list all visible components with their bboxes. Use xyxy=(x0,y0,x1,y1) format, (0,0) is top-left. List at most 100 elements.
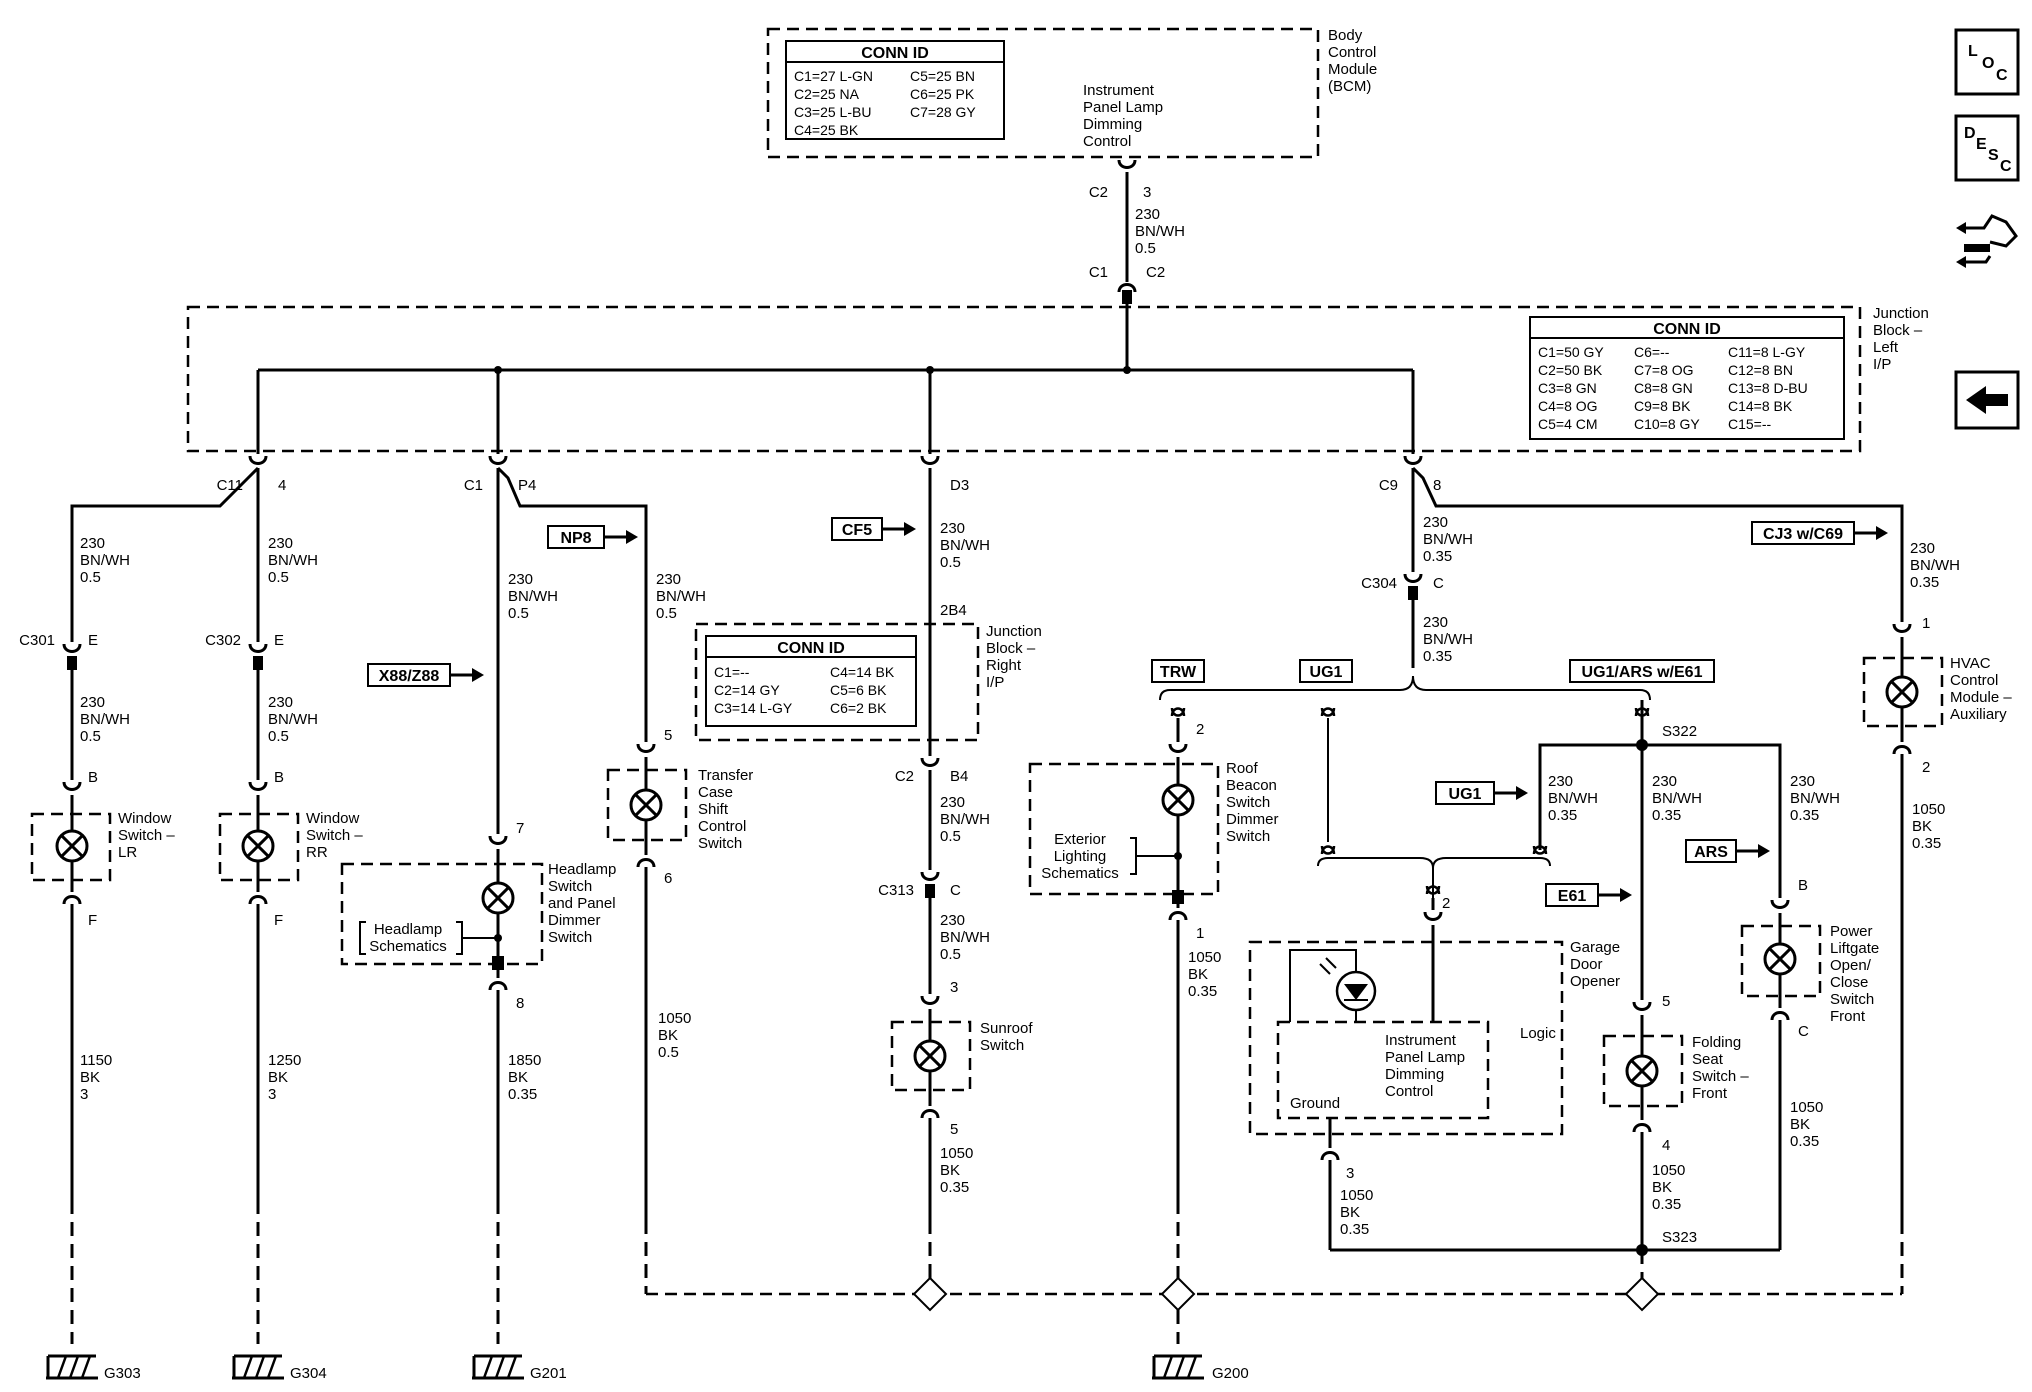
desc-button[interactable]: D E S C xyxy=(1954,114,2020,182)
wire-label: BN/WH xyxy=(80,711,130,728)
folding-seat-switch: 5 4 Folding Seat Switch – Front xyxy=(1602,993,1749,1154)
lamp-icon xyxy=(1763,942,1797,976)
wire-label: BN/WH xyxy=(268,552,318,569)
pin-label: 1 xyxy=(1922,615,1930,632)
wire-label: BN/WH xyxy=(1423,631,1473,648)
ref-cj3[interactable]: CJ3 w/C69 xyxy=(1751,521,1890,545)
c304-pin: C xyxy=(1433,575,1444,592)
jb-right-out-pin: B4 xyxy=(950,768,968,785)
wire-label: 230 xyxy=(1652,773,1677,790)
wire-label: 0.35 xyxy=(1423,548,1452,565)
option-trw: TRW xyxy=(1151,659,1205,683)
ref-x88-z88[interactable]: X88/Z88 xyxy=(367,663,486,687)
wire-label: 1050 xyxy=(658,1010,691,1027)
headlamp-label: Headlamp xyxy=(548,861,616,878)
jbr-row: C4=14 BK xyxy=(830,664,895,680)
jbl-row: C3=8 GN xyxy=(1538,380,1597,396)
wire-label: 0.5 xyxy=(1135,240,1156,257)
back-arrow-button[interactable] xyxy=(1954,370,2020,430)
ref-ars[interactable]: ARS xyxy=(1685,839,1772,863)
wire-label: 230 xyxy=(1423,514,1448,531)
pin-label: 6 xyxy=(664,870,672,887)
jbr-row: C1=-- xyxy=(714,664,750,680)
wire-label: BN/WH xyxy=(80,552,130,569)
jb-right-label: Right xyxy=(986,657,1022,674)
arrow-right-icon xyxy=(448,666,486,684)
roof-beacon-label: Beacon xyxy=(1226,777,1277,794)
wire-label: BN/WH xyxy=(940,811,990,828)
wire-label: 1250 xyxy=(268,1052,301,1069)
roof-beacon-label: Roof xyxy=(1226,760,1259,777)
hvac-label: Module – xyxy=(1950,689,2012,706)
ref-e61[interactable]: E61 xyxy=(1545,883,1634,907)
connector-view-icon[interactable] xyxy=(1956,214,2018,268)
garage-label: Garage xyxy=(1570,939,1620,956)
wire-label: 1050 xyxy=(1188,949,1221,966)
arrow-right-icon xyxy=(1734,842,1772,860)
pin-label: F xyxy=(88,912,97,929)
option-ug1: UG1 xyxy=(1299,659,1353,683)
wire-label: BK xyxy=(940,1162,960,1179)
jb-left-out-pin: P4 xyxy=(518,477,536,494)
transfer-label: Control xyxy=(698,818,746,835)
bcm-pin-label: 3 xyxy=(1143,184,1151,201)
garage-function: Instrument xyxy=(1385,1032,1457,1049)
wire-label: 230 xyxy=(656,571,681,588)
garage-door-opener: 2 Logic Instrument Panel Lamp Dimming Co… xyxy=(1248,895,1620,1182)
jbl-row: C8=8 GN xyxy=(1634,380,1693,396)
garage-label: Opener xyxy=(1570,973,1620,990)
wire-label: 3 xyxy=(268,1086,276,1103)
wire-label: 0.5 xyxy=(940,554,961,571)
wire-label: 0.5 xyxy=(940,828,961,845)
wire-label: 0.5 xyxy=(268,569,289,586)
pin-label: 5 xyxy=(664,727,672,744)
jbl-row: C14=8 BK xyxy=(1728,398,1793,414)
ref-ug1[interactable]: UG1 xyxy=(1435,781,1530,805)
wire-label: BK xyxy=(658,1027,678,1044)
jb-left-in-conn: C2 xyxy=(1146,264,1165,281)
desc-letter: D xyxy=(1964,125,1976,142)
wire-label: 0.5 xyxy=(508,605,529,622)
jbl-row: C9=8 BK xyxy=(1634,398,1691,414)
pin-label: F xyxy=(274,912,283,929)
wire-label: BK xyxy=(268,1069,288,1086)
jbl-row: C4=8 OG xyxy=(1538,398,1598,414)
bcm-conn-row: C2=25 NA xyxy=(794,86,860,102)
ref-np8[interactable]: NP8 xyxy=(547,525,640,549)
jbl-row: C2=50 BK xyxy=(1538,362,1603,378)
headlamp-switch: Headlamp Schematics 7 8 Headlamp Switch … xyxy=(340,820,616,1012)
c304-label: C304 xyxy=(1361,575,1397,592)
wire-label: BK xyxy=(1790,1116,1810,1133)
lamp-icon xyxy=(481,881,515,915)
wire-label: 0.35 xyxy=(1910,574,1939,591)
wire-label: 230 xyxy=(1135,206,1160,223)
pin-label: 5 xyxy=(950,1121,958,1138)
ref-np8-label: NP8 xyxy=(560,530,591,547)
window-lr-label: Switch – xyxy=(118,827,175,844)
pin-label: 4 xyxy=(1662,1137,1670,1154)
c313-pin: C xyxy=(950,882,961,899)
wire-label: 230 xyxy=(1790,773,1815,790)
lamp-icon xyxy=(629,788,663,822)
wire-label: 0.35 xyxy=(508,1086,537,1103)
loc-button[interactable]: L O C xyxy=(1954,28,2020,96)
ref-cf5[interactable]: CF5 xyxy=(831,517,918,541)
wire-label: BK xyxy=(1340,1204,1360,1221)
bcm-conn-row: C5=25 BN xyxy=(910,68,975,84)
jb-left-label: Junction xyxy=(1873,305,1929,322)
jb-right-label: Block – xyxy=(986,640,1036,657)
bcm-function: Instrument xyxy=(1083,82,1155,99)
wire-label: 0.5 xyxy=(268,728,289,745)
option-ug1-ars-label: UG1/ARS w/E61 xyxy=(1582,664,1703,681)
wire-label: 1050 xyxy=(1912,801,1945,818)
bcm-conn-row: C1=27 L-GN xyxy=(794,68,873,84)
pin-label: 3 xyxy=(1346,1165,1354,1182)
wire-label: 0.35 xyxy=(1188,983,1217,1000)
desc-letter: E xyxy=(1976,136,1987,153)
wire-label: 230 xyxy=(508,571,533,588)
wire-label: 0.35 xyxy=(1652,807,1681,824)
wire-label: BN/WH xyxy=(1135,223,1185,240)
loc-letter: L xyxy=(1968,43,1978,60)
wire-label: 3 xyxy=(80,1086,88,1103)
jbl-row: C11=8 L-GY xyxy=(1728,344,1806,360)
